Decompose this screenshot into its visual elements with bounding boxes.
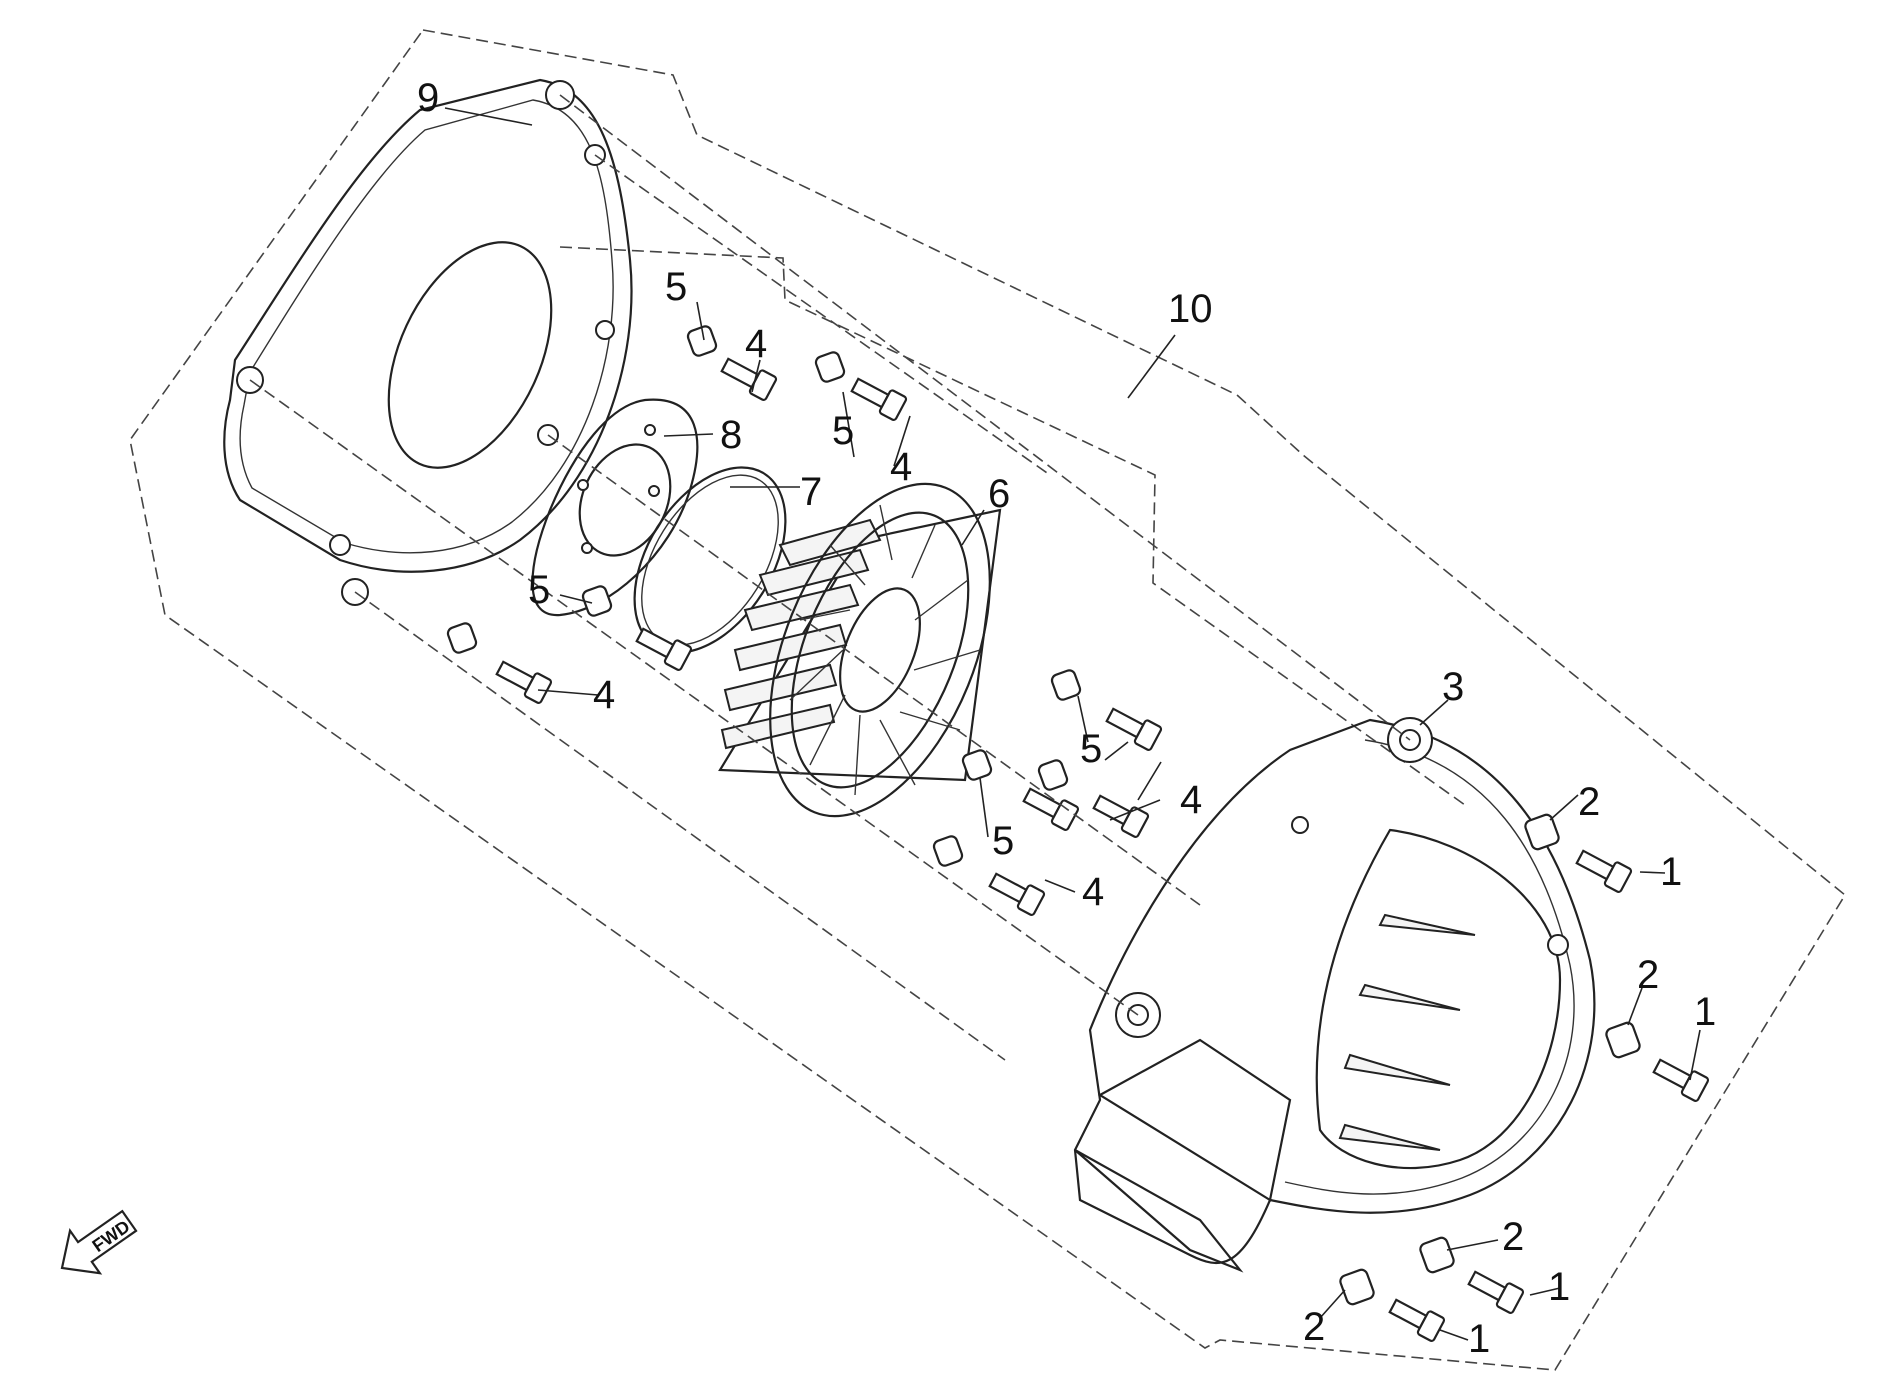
- callout-4: 4: [890, 445, 912, 489]
- callout-8: 8: [720, 413, 742, 457]
- callout-1: 1: [1660, 850, 1682, 894]
- collars: [446, 325, 1641, 1306]
- callout-5: 5: [665, 265, 687, 309]
- callout-4: 4: [1082, 870, 1104, 914]
- callout-1: 1: [1548, 1265, 1570, 1309]
- bolts: [495, 357, 1710, 1342]
- assembly-boundary-inner: [559, 246, 1466, 806]
- callout-10: 10: [1168, 287, 1213, 331]
- callout-4: 4: [745, 322, 767, 366]
- inner-cover-gasket: [223, 78, 633, 606]
- callout-3: 3: [1442, 665, 1464, 709]
- forward-direction-arrow: FWD: [60, 1209, 138, 1275]
- callout-5: 5: [528, 568, 550, 612]
- callout-5: 5: [992, 819, 1014, 863]
- callout-5: 5: [832, 409, 854, 453]
- callout-2: 2: [1303, 1305, 1325, 1349]
- cooling-fan: [718, 482, 1002, 818]
- callout-5: 5: [1080, 727, 1102, 771]
- callout-4: 4: [1180, 778, 1202, 822]
- assembly-boundary: [129, 29, 1847, 1371]
- callout-labels: 9 10 5 4 5 4 8 7 6 5 4 3 5 4 5 4 2 1 2 1…: [417, 76, 1716, 1361]
- callout-6: 6: [988, 472, 1010, 516]
- callout-1: 1: [1694, 990, 1716, 1034]
- callout-2: 2: [1502, 1215, 1524, 1259]
- alignment-lines: [249, 94, 1411, 1061]
- leader-lines: [444, 107, 1701, 1341]
- callout-9: 9: [417, 76, 439, 120]
- callout-2: 2: [1578, 780, 1600, 824]
- callout-2: 2: [1637, 953, 1659, 997]
- callout-1: 1: [1468, 1317, 1490, 1361]
- callout-4: 4: [593, 673, 615, 717]
- outer-cover: [1073, 717, 1596, 1273]
- forward-arrow-label: FWD: [89, 1216, 134, 1256]
- callout-7: 7: [800, 470, 822, 514]
